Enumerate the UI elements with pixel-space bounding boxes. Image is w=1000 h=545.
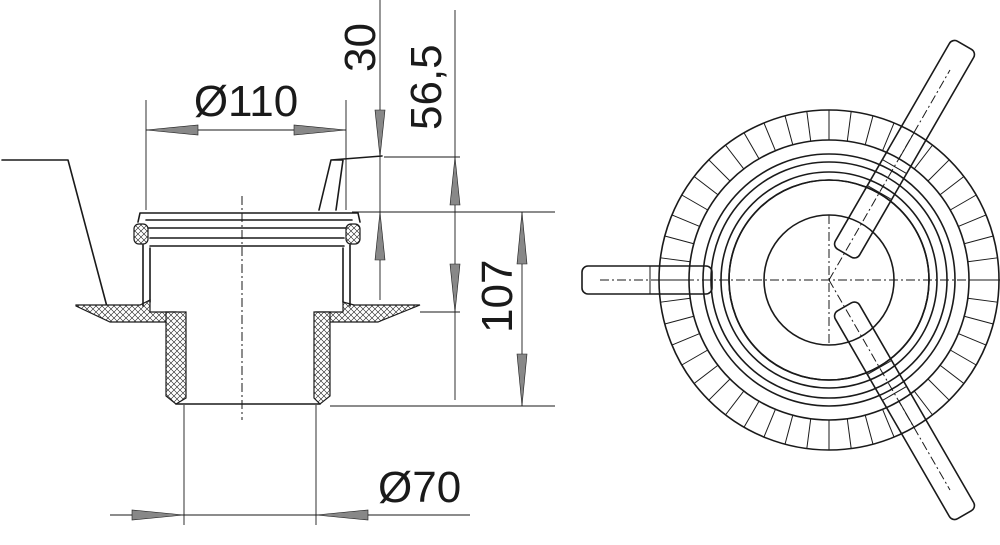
flange-tooth xyxy=(671,214,700,227)
flange-tooth xyxy=(681,194,709,211)
section-view xyxy=(1,155,421,420)
flange-tooth xyxy=(882,122,895,151)
label-outlet-diameter: Ø70 xyxy=(378,463,461,512)
flange-tooth xyxy=(949,349,977,366)
flange-left xyxy=(75,299,177,323)
flange-tooth xyxy=(743,400,760,428)
plan-centerline-diag-2 xyxy=(828,279,951,491)
flange-tooth xyxy=(939,364,965,384)
top-rim xyxy=(137,212,361,223)
rim-inner xyxy=(147,227,347,247)
flange-tooth xyxy=(725,144,745,170)
handle-bottom-right xyxy=(833,301,976,521)
flange-tooth xyxy=(693,364,719,384)
seal-ring-left xyxy=(133,223,149,245)
flange-tooth xyxy=(664,315,694,325)
flange-tooth xyxy=(660,257,691,263)
flange-tooth xyxy=(967,297,998,303)
label-outer-diameter: Ø110 xyxy=(194,77,298,126)
flange-tooth xyxy=(671,333,700,346)
flange-tooth xyxy=(708,378,731,401)
flange-tooth xyxy=(964,315,994,325)
flange-teeth xyxy=(659,110,999,450)
flange-tooth xyxy=(913,390,933,416)
dim-height-top: 30 xyxy=(336,0,386,300)
flange-tooth xyxy=(958,214,987,227)
dim-outlet-diameter: Ø70 xyxy=(110,405,470,525)
handle-left xyxy=(581,265,713,295)
flange-tooth xyxy=(964,235,994,245)
outlet-wall-right xyxy=(313,311,331,405)
flange-tooth xyxy=(806,111,812,142)
seal-ring-right xyxy=(345,223,361,245)
riser-wall-left xyxy=(142,244,151,307)
flange-tooth xyxy=(725,390,745,416)
flange-tooth xyxy=(784,415,794,445)
flange-tooth xyxy=(846,111,852,142)
flange-tooth xyxy=(784,115,794,145)
plan-view xyxy=(581,39,1000,521)
flange-tooth xyxy=(846,418,852,449)
flange-tooth xyxy=(693,176,719,196)
flange-tooth xyxy=(763,122,776,151)
flange-tooth xyxy=(913,144,933,170)
dim-height-total: 107 xyxy=(330,211,555,407)
dim-height-upper: 56,5 xyxy=(384,10,461,400)
riser-wall-right xyxy=(342,244,351,307)
flange-tooth xyxy=(939,176,965,196)
label-height-total: 107 xyxy=(473,260,522,333)
flange-right xyxy=(315,301,421,323)
flange-tooth xyxy=(864,115,874,145)
flange-tooth xyxy=(967,257,998,263)
label-height-top: 30 xyxy=(336,23,385,72)
flange-tooth xyxy=(763,409,776,438)
flange-tooth xyxy=(882,409,895,438)
flange-tooth xyxy=(949,194,977,211)
label-height-upper: 56,5 xyxy=(402,44,451,130)
flange-tooth xyxy=(864,415,874,445)
dim-outer-diameter: Ø110 xyxy=(145,77,347,210)
flange-tooth xyxy=(927,159,950,182)
flange-tooth xyxy=(664,235,694,245)
flange-tooth xyxy=(660,297,691,303)
outlet-wall-left xyxy=(165,311,187,405)
flange-tooth xyxy=(958,333,987,346)
flange-tooth xyxy=(743,132,760,160)
flange-tooth xyxy=(708,159,731,182)
flange-tooth xyxy=(681,349,709,366)
plan-centerline-diag-1 xyxy=(828,69,951,281)
outlet-bore xyxy=(185,322,315,398)
flange-tooth xyxy=(927,378,950,401)
handle xyxy=(318,155,383,211)
flange-tooth xyxy=(806,418,812,449)
